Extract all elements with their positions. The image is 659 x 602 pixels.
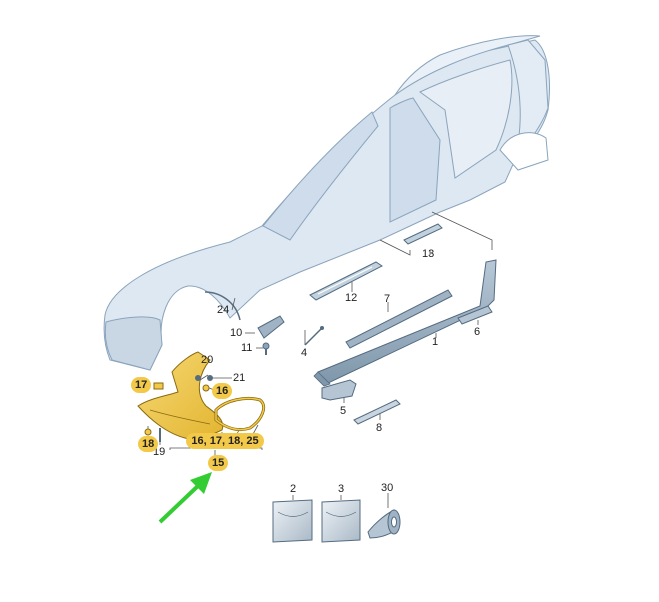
callout-24: 24	[217, 304, 230, 316]
callout-group-highlight: 16, 17, 18, 25	[186, 433, 264, 449]
callout-10: 10	[230, 327, 243, 339]
pointer-arrow	[158, 472, 212, 524]
callout-5: 5	[340, 405, 347, 417]
trim-strip	[345, 289, 453, 349]
cable-tie-end	[320, 326, 324, 330]
clip-17	[153, 382, 164, 390]
bag-leaders	[292, 493, 389, 508]
bracket-front	[321, 379, 357, 401]
callout-7: 7	[384, 293, 391, 305]
callout-20: 20	[201, 354, 214, 366]
cable-tie	[304, 327, 323, 346]
clip-20	[195, 375, 201, 381]
bolt	[262, 342, 270, 355]
sealant-bag-3	[321, 499, 361, 543]
callout-11: 11	[241, 342, 253, 354]
sill-panel	[317, 259, 497, 385]
liner-crease	[149, 409, 211, 425]
scuff-plate-rear	[403, 223, 443, 245]
callout-4: 4	[301, 347, 308, 359]
callout-1: 1	[432, 336, 439, 348]
clip-21	[207, 375, 213, 381]
callout-13: 13	[422, 248, 435, 260]
callout-21: 21	[233, 372, 246, 384]
callout-8: 8	[376, 422, 383, 434]
sealant-bag-2	[272, 499, 313, 543]
scuff-plate-highlight	[317, 266, 373, 295]
callout-6: 6	[474, 326, 481, 338]
callout-17-highlight: 17	[131, 377, 152, 393]
bracket-rear	[457, 305, 493, 325]
car-body-outline	[103, 35, 550, 371]
callout-18-highlight: 18	[138, 436, 159, 452]
callout-2: 2	[290, 483, 297, 495]
clip-16	[202, 384, 210, 392]
callout-12: 12	[345, 292, 358, 304]
callout-15-highlight: 15	[208, 455, 229, 471]
liner-seal-fill	[215, 397, 265, 431]
tape-roll	[367, 509, 401, 539]
clip-18	[144, 428, 152, 436]
sill-panel-lower	[313, 371, 331, 387]
mounting-bracket	[257, 315, 285, 339]
callout-16-highlight: 16	[212, 383, 233, 399]
callout-3: 3	[338, 483, 345, 495]
sealing-strip	[353, 399, 401, 425]
callout-30: 30	[381, 482, 394, 494]
